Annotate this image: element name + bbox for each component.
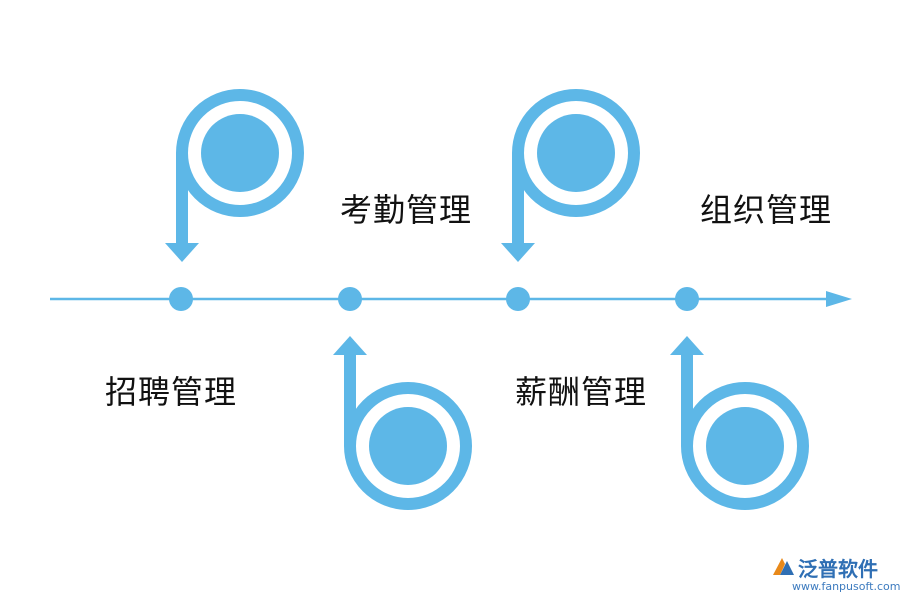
node-label-4: 组织管理 xyxy=(700,191,833,229)
loop-connector-1 xyxy=(165,89,304,262)
timeline-node-2 xyxy=(338,287,362,311)
timeline-node-3 xyxy=(506,287,530,311)
brand-url: www.fanpusoft.com xyxy=(792,580,900,593)
timeline-node-4 xyxy=(675,287,699,311)
loop-connector-2 xyxy=(333,336,472,510)
node-label-1: 招聘管理 xyxy=(105,373,238,411)
node-label-2: 考勤管理 xyxy=(340,191,473,229)
loop-connector-4 xyxy=(670,336,809,510)
timeline-node-1 xyxy=(169,287,193,311)
brand-name: 泛普软件 xyxy=(798,557,878,581)
brand-watermark: 泛普软件 www.fanpusoft.com xyxy=(770,553,900,597)
node-label-3: 薪酬管理 xyxy=(515,373,648,411)
fanpu-logo-icon xyxy=(773,558,794,575)
loop-connector-3 xyxy=(501,89,640,262)
timeline-arrowhead xyxy=(826,291,852,307)
